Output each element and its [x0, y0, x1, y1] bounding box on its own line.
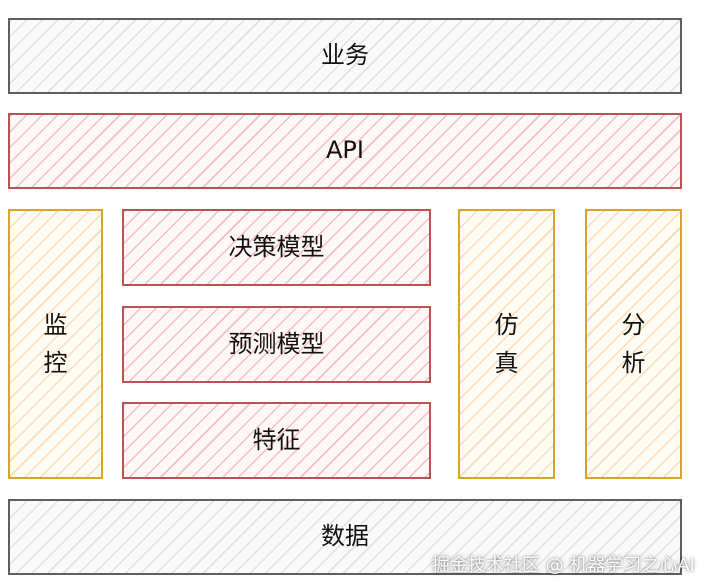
monitor-panel: 监 控: [8, 209, 103, 479]
business-layer-label: 业务: [321, 41, 369, 70]
watermark-text: 掘金技术社区 @ 机器学习之心AI: [431, 555, 695, 576]
monitor-char-1: 监: [43, 311, 68, 339]
monitor-label: 监 控: [44, 306, 68, 382]
analysis-panel: 分 析: [585, 209, 682, 479]
simulation-panel: 仿 真: [458, 209, 555, 479]
prediction-model-box: 预测模型: [122, 306, 431, 383]
analysis-char-2: 析: [621, 349, 646, 377]
analysis-label: 分 析: [622, 306, 646, 382]
api-layer-label: API: [326, 136, 364, 165]
prediction-model-label: 预测模型: [228, 329, 325, 358]
api-layer: API: [8, 113, 682, 189]
data-layer: 数据: [8, 499, 682, 575]
simulation-char-1: 仿: [494, 311, 519, 339]
business-layer: 业务: [8, 18, 682, 94]
monitor-char-2: 控: [43, 349, 68, 377]
decision-model-box: 决策模型: [122, 209, 431, 286]
feature-box: 特征: [122, 402, 431, 479]
simulation-label: 仿 真: [495, 306, 519, 382]
decision-model-label: 决策模型: [228, 232, 325, 261]
feature-label: 特征: [252, 425, 301, 454]
data-layer-label: 数据: [321, 522, 369, 551]
simulation-char-2: 真: [494, 349, 519, 377]
analysis-char-1: 分: [621, 311, 646, 339]
